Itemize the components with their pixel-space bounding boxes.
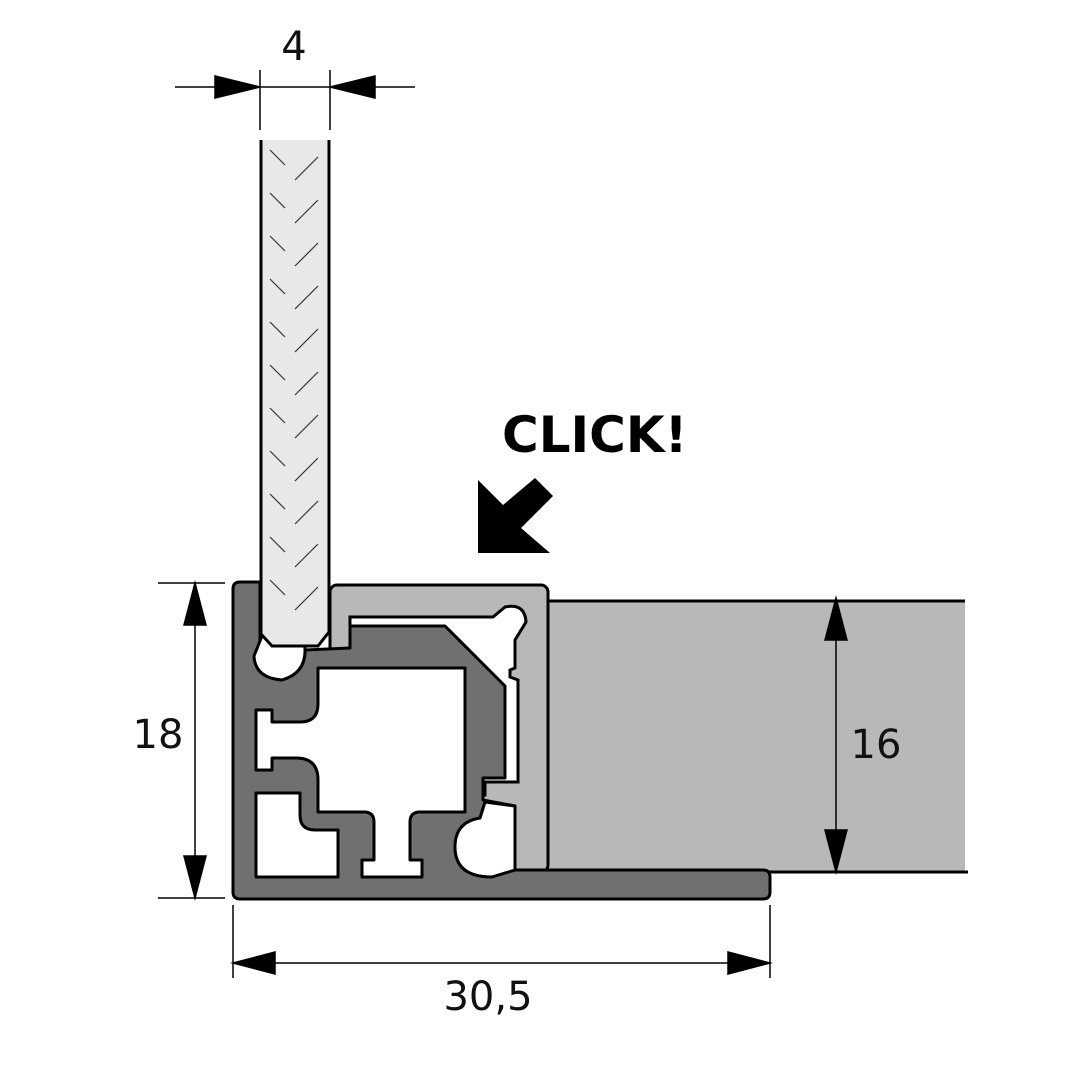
dimension-glass-thickness xyxy=(175,70,415,130)
dimension-label-4: 4 xyxy=(281,24,306,70)
dimension-label-30-5: 30,5 xyxy=(443,974,532,1020)
glass-pane xyxy=(259,140,331,648)
click-label: CLICK! xyxy=(502,406,687,464)
central-chamber xyxy=(254,666,467,879)
panel xyxy=(548,599,968,874)
bottom-right-groove xyxy=(453,800,517,879)
main-profile xyxy=(231,580,772,901)
dimension-panel-height xyxy=(824,595,848,875)
click-arrow-icon xyxy=(478,478,553,553)
dimension-label-18: 18 xyxy=(133,712,184,758)
dimension-profile-height xyxy=(158,580,225,901)
dimension-label-16: 16 xyxy=(851,722,902,768)
dimension-profile-width xyxy=(230,905,773,978)
corner-chamber xyxy=(254,791,340,879)
